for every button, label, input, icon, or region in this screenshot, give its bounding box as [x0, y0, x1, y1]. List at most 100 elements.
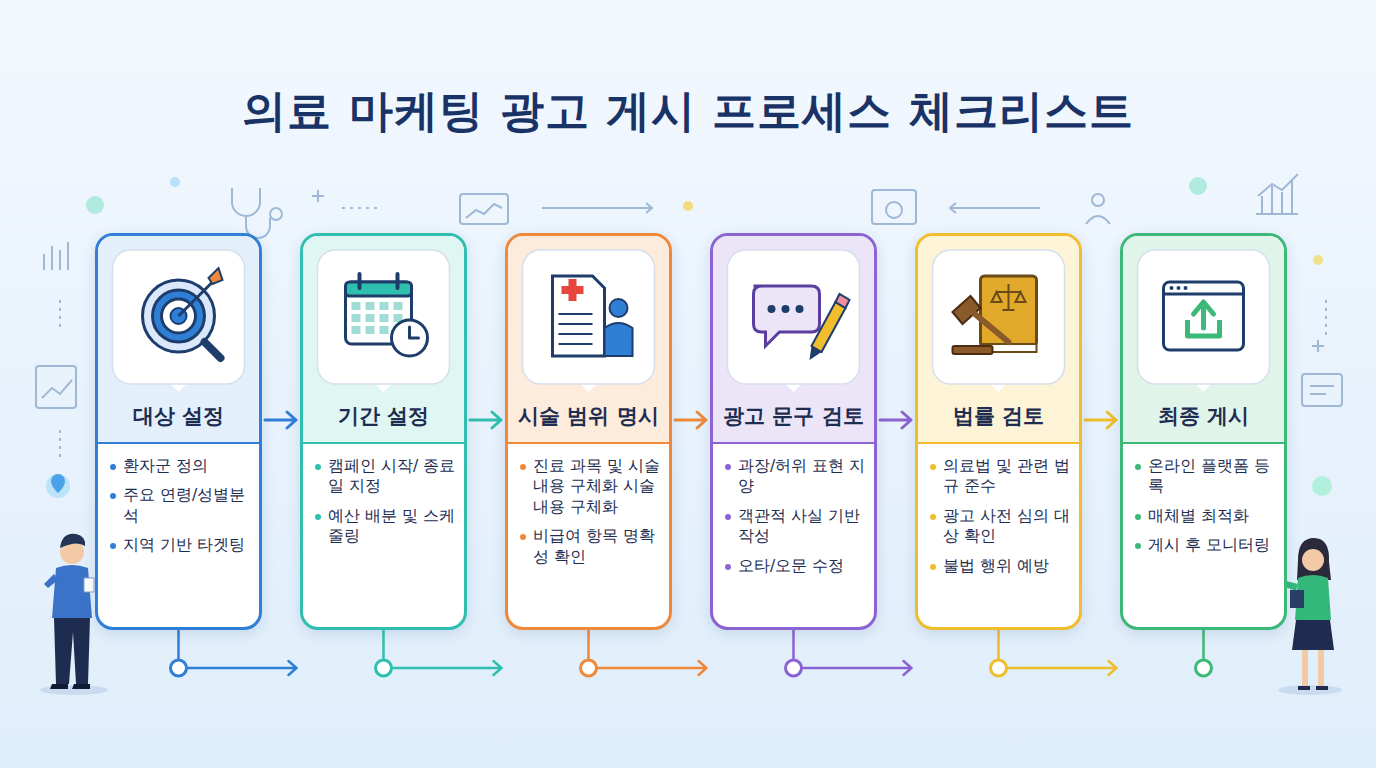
flow-arrow — [675, 412, 706, 428]
icon-part — [953, 346, 993, 354]
person-icon — [1086, 216, 1110, 224]
icon-part — [559, 333, 593, 335]
skirt — [1292, 620, 1334, 650]
check-item: 온라인 플랫폼 등록 — [1135, 456, 1276, 497]
check-item: 과장/허위 표현 지양 — [725, 456, 866, 497]
track-stem — [1202, 630, 1205, 660]
step-heading: 법률 검토 — [918, 396, 1079, 444]
check-item: 진료 과목 및 시술 내용 구체화 시술 내용 구체화 — [520, 456, 661, 517]
step-heading: 최종 게시 — [1123, 396, 1284, 444]
step-heading: 광고 문구 검토 — [713, 396, 874, 444]
process-card: 기간 설정캠페인 시작/ 종료일 지정예산 배분 및 스케줄링 — [300, 233, 467, 630]
track-node — [171, 660, 187, 676]
process-card: 법률 검토의료법 및 관련 법규 준수광고 사전 심의 대상 확인불법 행위 예… — [915, 233, 1082, 630]
check-item: 불법 행위 예방 — [930, 556, 1071, 576]
flow-arrow — [470, 412, 501, 428]
icon-part — [1164, 293, 1244, 296]
chart-frame — [460, 194, 508, 224]
icon-part — [810, 346, 822, 360]
plus-mark — [1312, 340, 1324, 352]
icon-part — [366, 302, 375, 310]
icon-part — [392, 320, 428, 356]
step-heading: 대상 설정 — [98, 396, 259, 444]
icon-part — [610, 299, 628, 317]
icon-drawing — [754, 286, 850, 360]
icon-part — [366, 314, 375, 322]
doc-icon — [1302, 374, 1342, 406]
icon-box — [933, 250, 1065, 384]
track-node — [581, 660, 597, 676]
icon-drawing — [346, 274, 428, 356]
arm — [44, 574, 58, 588]
icon-part — [1184, 286, 1188, 290]
check-list: 캠페인 시작/ 종료일 지정예산 배분 및 스케줄링 — [303, 444, 464, 566]
track-stem — [177, 630, 180, 660]
icon-panel — [98, 236, 259, 396]
track-arrow — [392, 661, 502, 675]
check-item: 오타/오문 수정 — [725, 556, 866, 576]
doc-lines — [1310, 386, 1334, 394]
icon-part — [352, 326, 361, 334]
icon-part — [366, 326, 375, 334]
step-icon — [303, 236, 464, 396]
step-icon — [98, 236, 259, 396]
icon-part — [768, 305, 776, 313]
track-stem — [382, 630, 385, 660]
check-item: 객관적 사실 기반 작성 — [725, 506, 866, 547]
icon-part — [205, 342, 221, 358]
icon-part — [380, 326, 389, 334]
pie-window — [872, 190, 916, 224]
icon-part — [569, 279, 577, 301]
diagram-title: 의료 마케팅 광고 게시 프로세스 체크리스트 — [0, 82, 1376, 141]
glow-dot — [1189, 177, 1207, 195]
plus-mark — [312, 190, 324, 202]
stethoscope-bell — [270, 208, 282, 220]
icon-panel — [1123, 236, 1284, 396]
glow-dot — [46, 474, 70, 498]
check-list: 환자군 정의주요 연령/성별분석지역 기반 타겟팅 — [98, 444, 259, 575]
shoes — [50, 684, 90, 689]
icon-part — [953, 296, 981, 324]
icon-box — [318, 250, 450, 384]
icon-part — [380, 314, 389, 322]
process-card: 시술 범위 명시진료 과목 및 시술 내용 구체화 시술 내용 구체화비급여 항… — [505, 233, 672, 630]
flow-arrow — [1085, 412, 1116, 428]
icon-part — [1194, 302, 1214, 328]
icon-box — [523, 250, 655, 384]
paper — [84, 578, 94, 592]
check-list: 온라인 플랫폼 등록매체별 최적화게시 후 모니터링 — [1123, 444, 1284, 575]
check-item: 매체별 최적화 — [1135, 506, 1276, 526]
decor-arrow — [542, 203, 652, 213]
track-node — [1196, 660, 1212, 676]
icon-part — [812, 302, 846, 352]
dash-line — [342, 207, 382, 209]
check-item: 환자군 정의 — [110, 456, 251, 476]
check-list: 진료 과목 및 시술 내용 구체화 시술 내용 구체화비급여 항목 명확성 확인 — [508, 444, 669, 586]
arm — [82, 574, 94, 591]
track-stem — [587, 630, 590, 660]
trousers — [54, 618, 90, 684]
icon-part — [410, 327, 419, 338]
step-heading: 시술 범위 명시 — [508, 396, 669, 444]
process-card: 광고 문구 검토과장/허위 표현 지양객관적 사실 기반 작성오타/오문 수정 — [710, 233, 877, 630]
track-arrow — [597, 661, 707, 675]
track-node — [991, 660, 1007, 676]
process-card: 최종 게시온라인 플랫폼 등록매체별 최적화게시 후 모니터링 — [1120, 233, 1287, 630]
icon-drawing — [143, 268, 223, 358]
flow-arrow — [265, 412, 296, 428]
process-card: 대상 설정환자군 정의주요 연령/성별분석지역 기반 타겟팅 — [95, 233, 262, 630]
icon-part — [396, 274, 400, 288]
icon-part — [352, 302, 361, 310]
chart-line — [42, 380, 72, 398]
flow-arrow — [880, 412, 911, 428]
icon-part — [559, 323, 593, 325]
icon-part — [836, 294, 850, 308]
icon-panel — [918, 236, 1079, 396]
bottom-track — [171, 630, 1212, 676]
glow-dot — [170, 177, 180, 187]
icon-box — [728, 250, 860, 384]
chart-frame — [36, 366, 76, 408]
icon-panel — [713, 236, 874, 396]
icon-part — [209, 268, 223, 284]
